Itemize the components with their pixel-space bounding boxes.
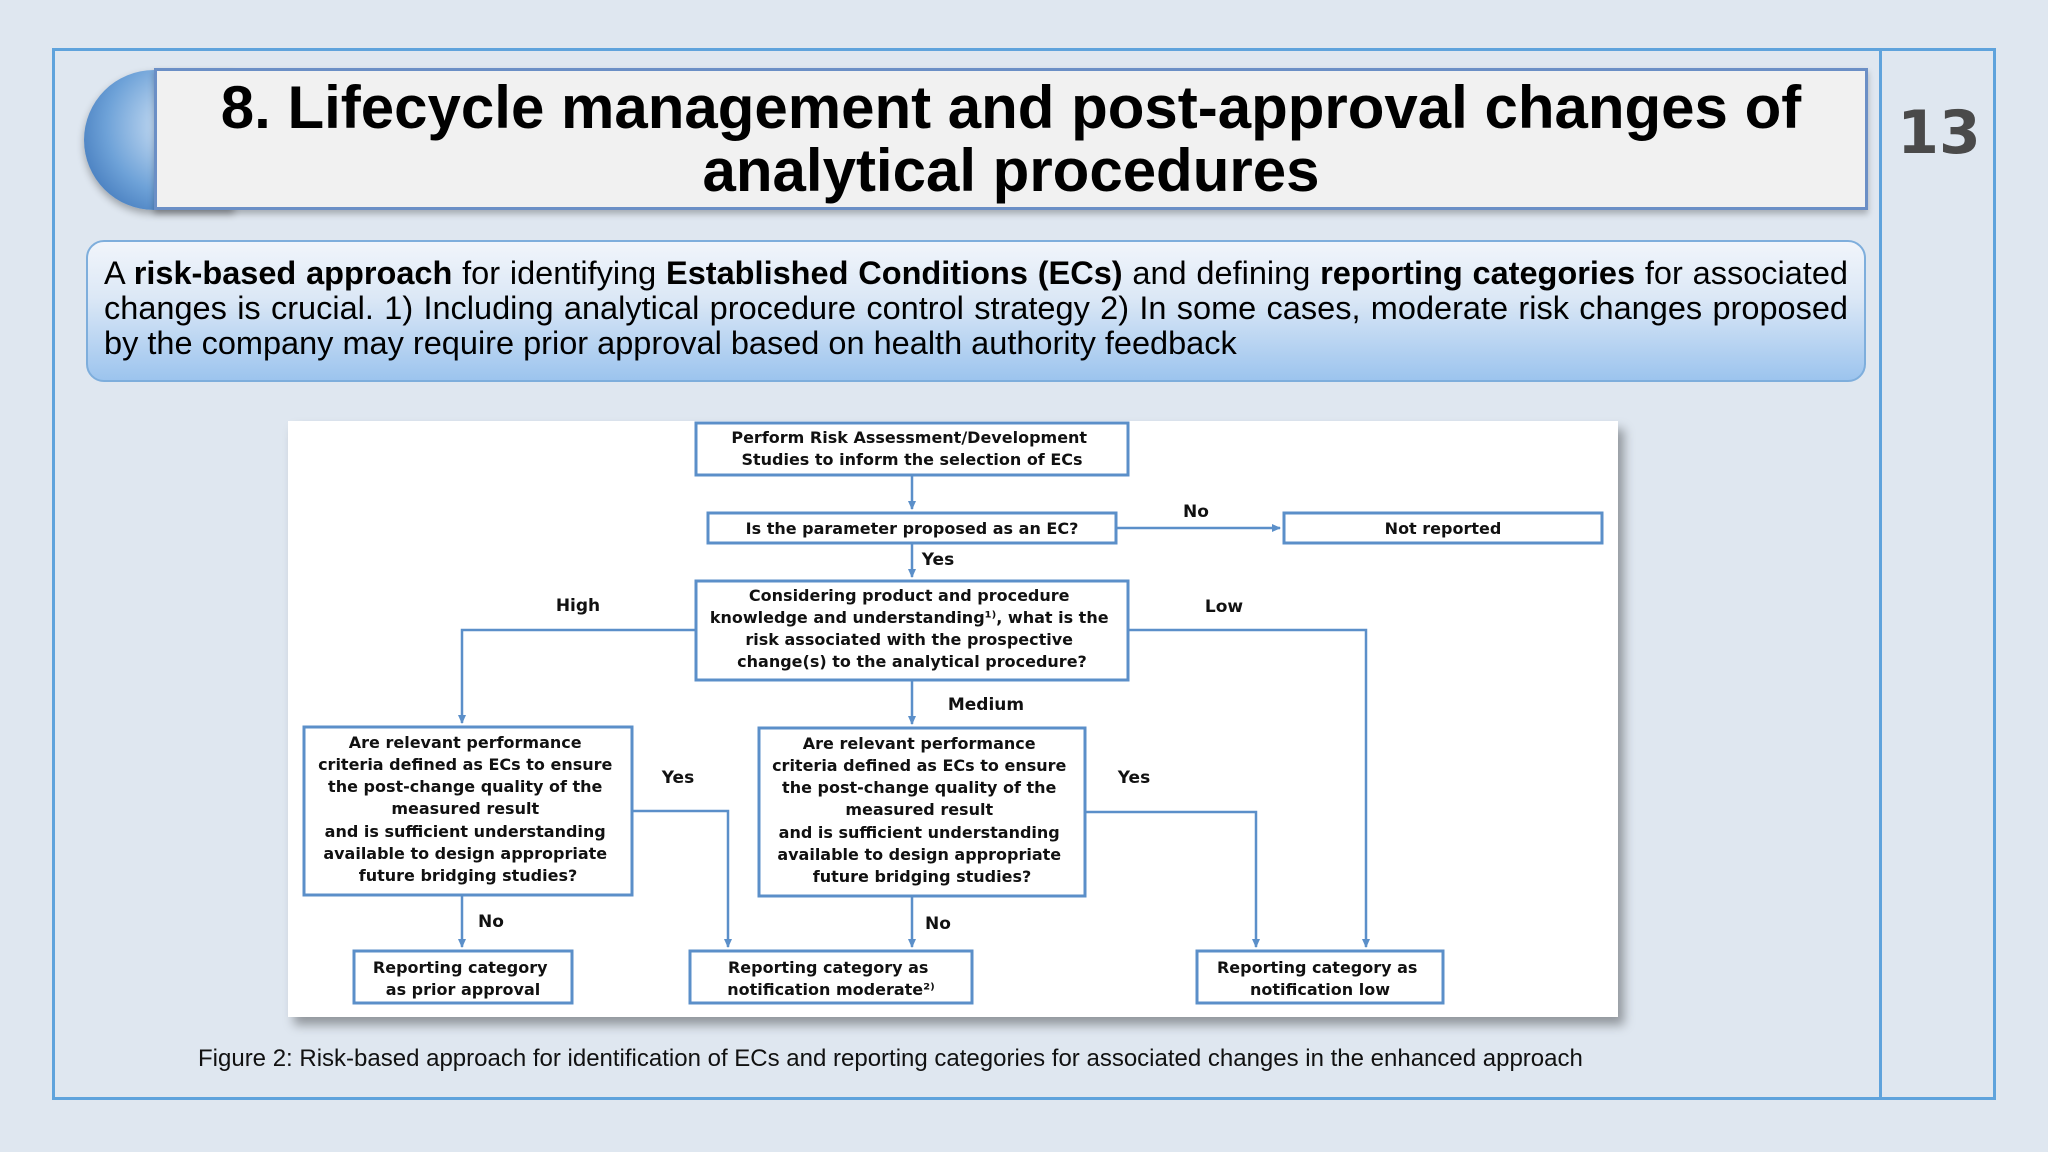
intro-bold-ecs: Established Conditions (ECs) — [666, 255, 1123, 291]
title-line-1: 8. Lifecycle management and post-approva… — [220, 74, 1802, 141]
intro-box: A risk-based approach for identifying Es… — [86, 240, 1866, 382]
not-reported-text: Not reported — [1385, 519, 1502, 538]
box-outcome-moderate — [688, 949, 974, 1005]
outcome-moderate-line: notification moderate²⁾ — [727, 980, 935, 999]
risk-question-text: Considering product and procedure knowle… — [710, 586, 1114, 671]
criteria-mid-text: Are relevant performance criteria define… — [772, 734, 1072, 886]
intro-seg-3: for identifying — [452, 255, 667, 291]
outcome-low-line: notification low — [1250, 980, 1390, 999]
page-title: 8. Lifecycle management and post-approva… — [221, 76, 1801, 202]
slide-frame — [52, 48, 1996, 1100]
criteria-mid-line: criteria defined as ECs to ensure — [772, 756, 1066, 775]
criteria-left-line: future bridging studies? — [359, 866, 578, 885]
criteria-mid-line: Are relevant performance — [803, 734, 1036, 753]
label-low: Low — [1205, 597, 1244, 617]
not-reported-line: Not reported — [1385, 519, 1502, 538]
box-not-reported — [1282, 511, 1604, 545]
intro-seg-5: and defining — [1122, 255, 1321, 291]
title-line-2: analytical procedures — [702, 137, 1320, 204]
criteria-left-line: criteria defined as ECs to ensure — [318, 755, 612, 774]
outcome-prior-line: as prior approval — [386, 980, 540, 999]
box-outcome-prior — [352, 949, 574, 1005]
label-no-left: No — [478, 912, 504, 932]
box-outcome-low — [1195, 949, 1445, 1005]
outcome-low-line: Reporting category as — [1217, 958, 1418, 977]
criteria-mid-line: future bridging studies? — [813, 867, 1032, 886]
frame-divider — [1879, 48, 1882, 1100]
intro-text: A risk-based approach for identifying Es… — [104, 256, 1848, 361]
arrow-mid-yes — [1085, 810, 1260, 948]
criteria-mid-line: measured result — [845, 800, 993, 819]
flowchart-svg: Perform Risk Assessment/Development Stud… — [302, 421, 1604, 1005]
risk-line: change(s) to the analytical procedure? — [737, 652, 1087, 671]
arrow-low — [1128, 628, 1370, 948]
figure-caption: Figure 2: Risk-based approach for identi… — [198, 1045, 1583, 1072]
label-yes-top: Yes — [921, 550, 954, 570]
outcome-prior-text: Reporting category as prior approval — [373, 958, 553, 999]
intro-seg-7: for associated changes is crucial. 1) In… — [104, 255, 1848, 361]
criteria-left-line: available to design appropriate — [323, 844, 607, 863]
label-no-mid: No — [925, 914, 951, 934]
outcome-prior-line: Reporting category — [373, 958, 548, 977]
outcome-moderate-line: Reporting category as — [728, 958, 929, 977]
flowchart-figure: Perform Risk Assessment/Development Stud… — [288, 421, 1618, 1017]
label-high: High — [556, 596, 600, 616]
label-yes-left: Yes — [661, 768, 694, 788]
title-box: 8. Lifecycle management and post-approva… — [154, 68, 1868, 210]
criteria-left-line: measured result — [391, 799, 539, 818]
criteria-mid-line: the post-change quality of the — [782, 778, 1056, 797]
criteria-left-line: and is sufficient understanding — [325, 822, 606, 841]
arrow-high — [458, 628, 696, 724]
question-line: Is the parameter proposed as an EC? — [746, 519, 1079, 538]
outcome-low-text: Reporting category as notification low — [1217, 958, 1423, 999]
question-text: Is the parameter proposed as an EC? — [746, 519, 1079, 538]
arrow-left-yes — [632, 809, 732, 948]
criteria-mid-line: available to design appropriate — [777, 845, 1061, 864]
label-medium: Medium — [948, 695, 1024, 715]
risk-line: risk associated with the prospective — [745, 630, 1073, 649]
intro-bold-risk-based: risk-based approach — [133, 255, 453, 291]
start-line: Studies to inform the selection of ECs — [741, 450, 1082, 469]
risk-line: Considering product and procedure — [749, 586, 1070, 605]
outcome-moderate-text: Reporting category as notification moder… — [727, 958, 935, 999]
start-text: Perform Risk Assessment/Development Stud… — [731, 428, 1092, 469]
label-yes-mid: Yes — [1117, 768, 1150, 788]
intro-seg-1: A — [104, 255, 134, 291]
criteria-left-line: Are relevant performance — [349, 733, 582, 752]
label-no-top: No — [1183, 502, 1209, 522]
criteria-mid-line: and is sufficient understanding — [779, 823, 1060, 842]
intro-bold-reporting: reporting categories — [1320, 255, 1636, 291]
risk-line: knowledge and understanding¹⁾, what is t… — [710, 608, 1109, 627]
criteria-left-line: the post-change quality of the — [328, 777, 602, 796]
page-number: 13 — [1897, 98, 1981, 168]
start-line: Perform Risk Assessment/Development — [731, 428, 1087, 447]
criteria-left-text: Are relevant performance criteria define… — [318, 733, 618, 885]
